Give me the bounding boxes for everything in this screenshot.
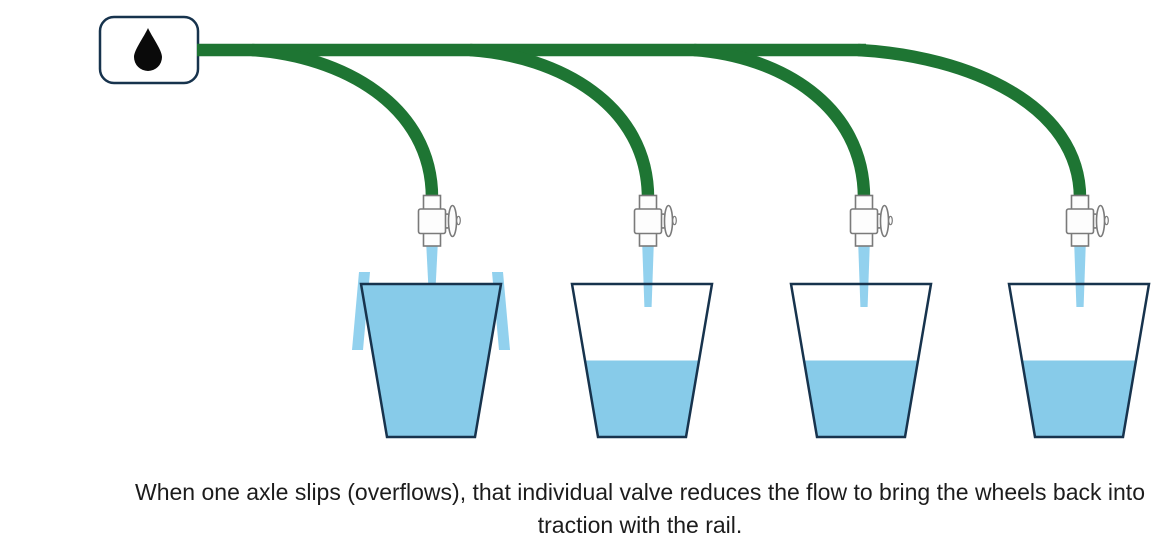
valve-axle-tip [888,215,893,226]
valve [633,194,677,247]
valve-bottom-connector [854,231,874,247]
bucket-water [585,360,699,437]
water-stream [858,244,870,307]
valve-handwheel-icon [663,204,674,238]
branch-pipe [251,43,439,199]
bucket-water [804,360,918,437]
valve-body [849,208,879,235]
valve-top-connector [854,194,874,211]
valve-handwheel-icon [879,204,890,238]
valve-axle-tip [672,215,677,226]
bucket-outline [789,282,933,439]
branch-pipe [469,43,655,199]
valve-bottom-connector [422,231,442,247]
valve-bottom-connector [638,231,658,247]
water-drop-icon [134,28,162,71]
bucket-outline [359,282,503,439]
axle-unit-1 [352,194,510,439]
axle-unit-3 [789,194,933,439]
valve [849,194,893,247]
bucket-outline [570,282,714,439]
valve-body [1065,208,1095,235]
bucket-water [1022,360,1136,437]
valve-axle-tip [456,215,461,226]
bucket-outline [1007,282,1151,439]
branch-pipe [857,43,1087,199]
water-source [98,15,200,85]
axle-unit-2 [570,194,714,439]
valve-handwheel-icon [1095,204,1106,238]
valve-axle-tip [1104,215,1109,226]
axle-unit-4 [1007,194,1151,439]
valve [417,194,461,247]
water-stream [1074,244,1086,307]
valve-body [633,208,663,235]
water-stream [426,244,438,287]
valve [1065,194,1109,247]
valve-handwheel-icon [447,204,458,238]
water-stream [642,244,654,307]
valve-bottom-connector [1070,231,1090,247]
valve-top-connector [422,194,442,211]
bucket-water [361,284,501,437]
valve-body [417,208,447,235]
valve-top-connector [1070,194,1090,211]
branch-pipe [693,43,871,199]
valve-top-connector [638,194,658,211]
caption-text: When one axle slips (overflows), that in… [135,479,1145,538]
